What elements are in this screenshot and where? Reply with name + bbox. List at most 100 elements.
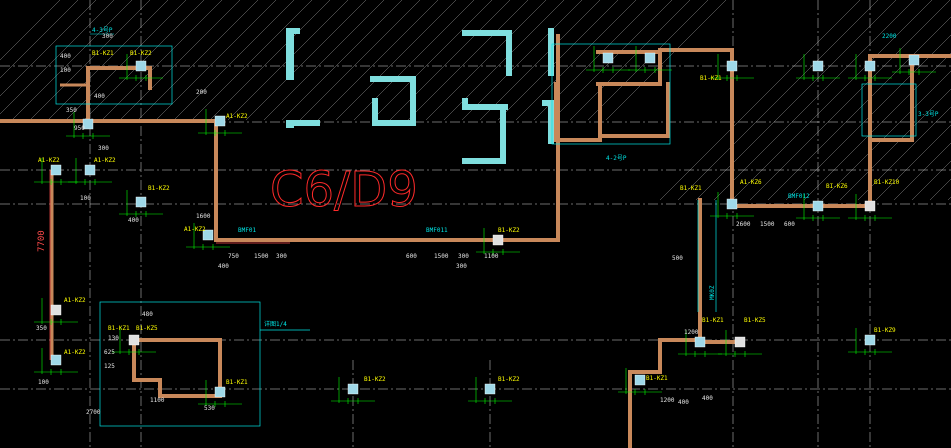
column-label-1: B1-KZ2 [130,50,152,57]
column-dim-11 [628,46,672,73]
column-26 [908,54,920,66]
dim-text-17: 300 [458,253,469,260]
dim-text-34: 350 [36,325,47,332]
column-label-10: B1-KZ1 [108,325,130,332]
dim-7700-text: 7700 [37,230,47,252]
column-dim-9 [476,228,520,255]
column-label-21: B1-KZ1 [646,375,668,382]
dim-text-7: 300 [98,145,109,152]
column-17 [864,60,876,72]
dim-text-4: 400 [94,93,105,100]
column-24 [128,334,140,346]
column-label-11: B1-KZ1 [226,379,248,386]
column-dim-12 [710,192,754,219]
column-label-6: A1-KZ2 [64,297,86,304]
column-15 [726,60,738,72]
dim-text-32: 1100 [150,397,165,404]
column-11 [644,52,656,64]
column-2 [50,164,62,176]
column-9 [492,234,504,246]
dim-text-1: 100 [60,67,71,74]
dim-text-21: 1200 [684,329,699,336]
dim-text-10: 1600 [196,213,211,220]
hatch-region-top [0,0,727,121]
annotations: 4-3号P 4-2号P 3-3号P 详图1/4 2200 2700 MK0Z B… [86,27,939,416]
column-8 [214,115,226,127]
section-note: 详图1/4 [264,320,287,328]
dim-text-30: 625 [104,349,115,356]
column-dim-7 [186,223,230,250]
dim-text-12: 750 [228,253,239,260]
column-dim-13 [796,194,840,221]
column-dim-19 [718,330,762,357]
label-mkoz: MK0Z [709,285,716,300]
column-6 [50,354,62,366]
dim-text-25: 600 [784,221,795,228]
column-18 [694,336,706,348]
column-12 [726,198,738,210]
column-label-19: B1-KZ2 [364,376,386,383]
column-23 [634,374,646,386]
label-bmf012: BMF012 [788,193,810,200]
column-25 [214,386,226,398]
big-red-stamp: C6/D9 [270,162,418,218]
dim-text-31: 125 [104,363,115,370]
column-dim-10 [586,46,630,73]
dim-text-13: 1500 [254,253,269,260]
cyan-outlines [55,43,917,427]
dim-text-0: 400 [60,53,71,60]
dim-text-2: 300 [102,33,113,40]
column-dim-15 [710,54,754,81]
dim-text-35: 100 [38,379,49,386]
column-0 [135,60,147,72]
dim-text-27: 400 [678,399,689,406]
dim-text-29: 130 [108,335,119,342]
column-label-3: A1-KZ2 [38,157,60,164]
column-dim-5 [119,190,163,217]
column-label-9: B1-KZ2 [498,227,520,234]
dim-2200: 2200 [882,33,897,40]
dim-text-9: 400 [128,217,139,224]
column-label-20: B1-KZ2 [498,376,520,383]
dim-text-20: 500 [672,255,683,262]
dim-text-22: 400 [702,395,713,402]
room-note-2: 4-2号P [606,155,627,162]
column-label-0: B1-KZ1 [92,50,114,57]
red-dim-7700: 7700 [37,170,290,360]
column-label-13: BI-KZ6 [826,183,848,190]
column-14 [864,200,876,212]
column-13 [812,200,824,212]
dim-text-14: 300 [276,253,287,260]
column-dim-18 [678,330,722,357]
dim-text-28: 480 [142,311,153,318]
column-dim-16 [796,54,840,81]
dim-text-6: 950 [74,125,85,132]
dim-text-16: 1500 [434,253,449,260]
column-label-4: A1-KZ2 [94,157,116,164]
dim-text-26: 1200 [660,397,675,404]
column-label-15: B1-KZ1 [680,185,702,192]
column-7 [202,229,214,241]
column-label-14: B1-KZ10 [874,179,900,186]
dim-text-23: 2600 [736,221,751,228]
label-bmf011: BMF011 [426,227,448,234]
dim-text-5: 200 [196,89,207,96]
column-label-12: A1-KZ6 [740,179,762,186]
dim-text-8: 100 [80,195,91,202]
column-label-17: B1-KZ9 [874,327,896,334]
walls [0,34,951,448]
column-dim-4 [34,298,78,325]
column-dim-17 [848,54,892,81]
column-label-7: A1-KZ2 [64,349,86,356]
column-dim-22 [468,377,512,404]
column-label-8: A1-KZ2 [184,226,206,233]
label-bmf01: BMF01 [238,227,256,234]
column-dim-1 [66,112,110,139]
column-dim-24 [112,328,156,355]
cyan-title-glyphs [286,28,554,164]
column-dim-26 [892,48,936,75]
dimension-lines [34,46,936,407]
dim-text-18: 1100 [484,253,499,260]
